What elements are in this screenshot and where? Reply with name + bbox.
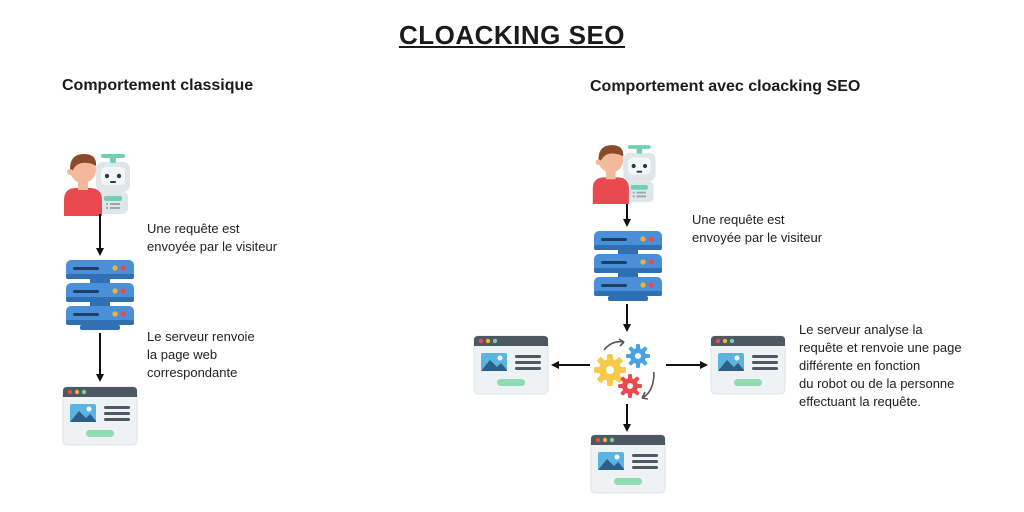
right-step2-line3: différente en fonction <box>799 358 921 373</box>
right-step2-line5: effectuant la requête. <box>799 394 921 409</box>
right-step2-line1: Le serveur analyse la <box>799 322 923 337</box>
left-step2-line3: correspondante <box>147 365 238 380</box>
page-title: CLOACKING SEO <box>398 20 626 50</box>
left-step1-text: Une requête est envoyée par le visiteur <box>147 220 277 256</box>
left-step2-text: Le serveur renvoie la page web correspon… <box>147 328 255 382</box>
left-step2-line1: Le serveur renvoie <box>147 329 255 344</box>
left-step1-line2: envoyée par le visiteur <box>147 239 278 254</box>
right-step2-line4: du robot ou de la personne <box>799 376 955 391</box>
right-step2-line2: requête et renvoie une page <box>799 340 962 355</box>
left-heading: Comportement classique <box>62 77 254 94</box>
right-heading: Comportement avec cloacking SEO <box>590 78 861 95</box>
right-step1-line2: envoyée par le visiteur <box>692 230 823 245</box>
right-step1-text: Une requête est envoyée par le visiteur <box>692 211 822 247</box>
right-step2-text: Le serveur analyse la requête et renvoie… <box>799 321 962 411</box>
left-step1-line1: Une requête est <box>147 221 240 236</box>
right-step1-line1: Une requête est <box>692 212 785 227</box>
left-step2-line2: la page web <box>147 347 218 362</box>
